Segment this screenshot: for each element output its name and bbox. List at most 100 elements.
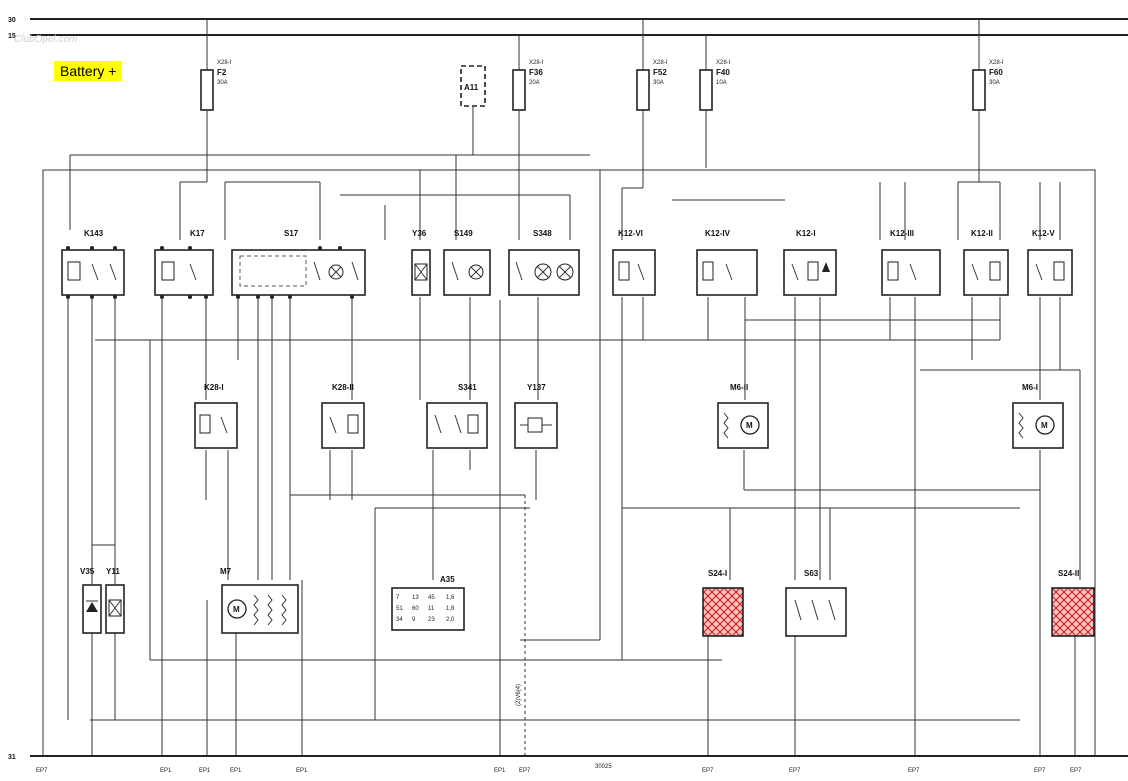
svg-text:K143: K143	[84, 229, 104, 238]
svg-text:7: 7	[396, 595, 400, 601]
fuse-f40: X28-I F40 10A	[699, 35, 731, 168]
svg-text:K12-II: K12-II	[971, 229, 993, 238]
dashed-line-label: (2)V6(4)	[516, 684, 522, 706]
svg-text:K12-IV: K12-IV	[705, 229, 731, 238]
svg-text:S24-I: S24-I	[708, 569, 727, 578]
switch-s63: S63	[785, 569, 847, 755]
fuse-f36: X28-I F36 20A	[512, 35, 544, 155]
svg-text:30A: 30A	[653, 80, 664, 86]
svg-text:M: M	[1041, 421, 1048, 430]
svg-text:K12-I: K12-I	[796, 229, 816, 238]
relay-k12-iv: K12-IV	[696, 229, 758, 296]
diagram-number: 30025	[595, 764, 612, 770]
ground-label: EP1	[160, 768, 172, 774]
svg-text:Y36: Y36	[412, 229, 427, 238]
svg-text:K28-II: K28-II	[332, 383, 354, 392]
valve-y11: Y11	[105, 567, 125, 634]
relay-k143: K143	[61, 229, 125, 299]
fuse-f2: X28-I F2 30A	[200, 19, 232, 182]
ground-label: EP7	[702, 768, 714, 774]
ground-label: EP1	[296, 768, 308, 774]
svg-text:K28-I: K28-I	[204, 383, 224, 392]
svg-text:F52: F52	[653, 68, 667, 77]
relay-k28-ii: K28-II	[321, 383, 365, 500]
svg-text:M6-I: M6-I	[1022, 383, 1038, 392]
motor-m7: M7 M	[220, 567, 299, 755]
svg-text:2,0: 2,0	[446, 617, 455, 623]
svg-text:V35: V35	[80, 567, 95, 576]
bus-15-label: 15	[8, 33, 16, 40]
battery-label: Battery +	[54, 61, 123, 81]
ground-label: EP7	[789, 768, 801, 774]
svg-text:S17: S17	[284, 229, 299, 238]
svg-text:X28-I: X28-I	[989, 60, 1004, 66]
svg-text:K12-VI: K12-VI	[618, 229, 643, 238]
svg-text:1,6: 1,6	[446, 595, 455, 601]
svg-text:F60: F60	[989, 68, 1003, 77]
svg-text:X28-I: X28-I	[217, 60, 232, 66]
switch-s348: S348	[508, 229, 580, 296]
ground-label: EP7	[519, 768, 531, 774]
svg-text:S348: S348	[533, 229, 552, 238]
svg-text:K12-III: K12-III	[890, 229, 914, 238]
svg-text:S24-II: S24-II	[1058, 569, 1079, 578]
svg-text:M: M	[746, 421, 753, 430]
relay-k28-i: K28-I	[194, 383, 238, 580]
ground-label: EP1	[494, 768, 506, 774]
svg-text:13: 13	[412, 595, 419, 601]
relay-k12-iii: K12-III	[881, 229, 941, 296]
module-a35: A35 7 13 45 1,6 51 60 11 1,8 34 9 23 2,0	[391, 575, 465, 631]
svg-text:30A: 30A	[217, 80, 228, 86]
svg-text:45: 45	[428, 595, 435, 601]
relay-k12-vi: K12-VI	[612, 229, 656, 296]
svg-text:10A: 10A	[716, 80, 727, 86]
ground-label: EP7	[1034, 768, 1046, 774]
diode-v35: V35	[80, 567, 102, 634]
svg-text:F36: F36	[529, 68, 543, 77]
svg-text:M: M	[233, 605, 240, 614]
relay-k12-v: K12-V	[1027, 229, 1073, 296]
switch-s24-ii: S24-II	[1051, 569, 1095, 755]
svg-text:X28-I: X28-I	[716, 60, 731, 66]
fuse-f60: X28-I F60 30A	[972, 19, 1004, 182]
svg-text:1,8: 1,8	[446, 606, 455, 612]
svg-text:F2: F2	[217, 68, 227, 77]
ground-label: EP7	[1070, 768, 1082, 774]
motor-m6-ii: M6-II M	[717, 383, 1040, 491]
switch-s149: S149	[443, 229, 491, 296]
svg-text:51: 51	[396, 606, 403, 612]
svg-text:X28-I: X28-I	[529, 60, 544, 66]
valve-y137: Y137	[514, 383, 558, 500]
a11-block: A11	[460, 65, 486, 155]
svg-text:23: 23	[428, 617, 435, 623]
svg-text:S149: S149	[454, 229, 473, 238]
bus-31-label: 31	[8, 754, 16, 761]
svg-text:60: 60	[412, 606, 419, 612]
svg-text:F40: F40	[716, 68, 730, 77]
svg-text:M6-II: M6-II	[730, 383, 748, 392]
svg-text:K17: K17	[190, 229, 205, 238]
bus-30-label: 30	[8, 17, 16, 24]
svg-text:K12-V: K12-V	[1032, 229, 1055, 238]
switch-s24-i: S24-I	[702, 569, 744, 755]
ground-label: EP7	[908, 768, 920, 774]
svg-text:A35: A35	[440, 575, 455, 584]
svg-text:S63: S63	[804, 569, 819, 578]
ground-label: EP7	[36, 768, 48, 774]
svg-text:Y11: Y11	[106, 567, 120, 576]
svg-text:11: 11	[428, 606, 435, 612]
watermark: ClubOpel.com	[14, 34, 78, 45]
svg-text:20A: 20A	[529, 80, 540, 86]
switch-s341: S341	[426, 383, 488, 580]
motor-m6-i: M6-I M	[1012, 383, 1064, 755]
svg-text:30A: 30A	[989, 80, 1000, 86]
relay-k12-ii: K12-II	[963, 229, 1009, 296]
switch-s17: S17	[231, 229, 366, 299]
svg-text:S341: S341	[458, 383, 477, 392]
svg-text:M7: M7	[220, 567, 232, 576]
ground-label: EP1	[199, 768, 211, 774]
svg-text:A11: A11	[464, 83, 479, 92]
svg-text:X28-I: X28-I	[653, 60, 668, 66]
ground-label: EP1	[230, 768, 242, 774]
